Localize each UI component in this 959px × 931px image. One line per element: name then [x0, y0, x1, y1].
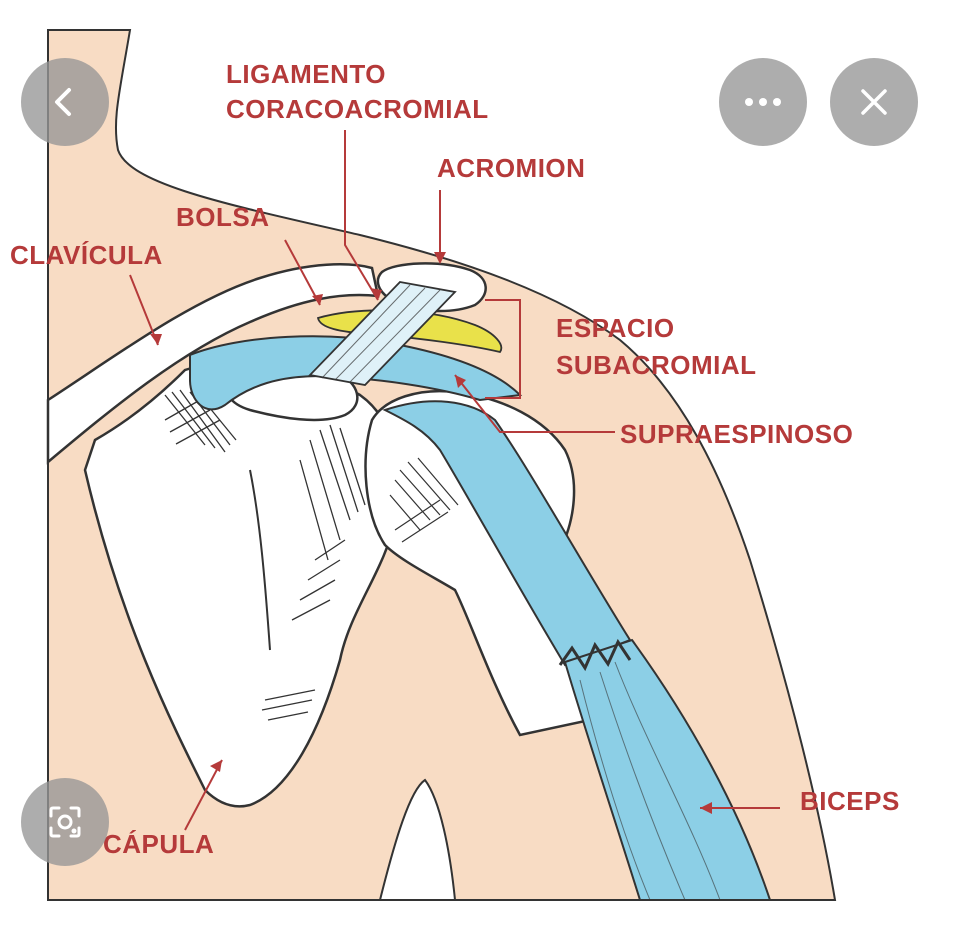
coracoacromial-ligament	[308, 281, 457, 386]
label-biceps: BICEPS	[800, 786, 900, 816]
underarm-gap	[378, 778, 457, 901]
pointer-lines	[129, 130, 780, 831]
subacromial-bracket	[485, 299, 521, 399]
pointer-arrowheads	[150, 252, 712, 814]
scapula-hatching	[164, 389, 366, 721]
ligament-fibers	[321, 284, 441, 383]
back-button[interactable]	[21, 58, 109, 146]
label-ligamento-line2: CORACOACROMIAL	[226, 94, 489, 124]
label-bolsa: BOLSA	[176, 202, 270, 232]
label-clavicula: CLAVÍCULA	[10, 240, 163, 270]
visual-search-icon	[49, 806, 81, 838]
label-acromion: ACROMION	[437, 153, 585, 183]
biceps-fibers	[579, 661, 721, 901]
visual-search-button[interactable]	[21, 778, 109, 866]
biceps-muscle	[563, 638, 772, 901]
more-options-button[interactable]	[719, 58, 807, 146]
humerus-hatching	[389, 457, 459, 543]
label-espacio-line1: ESPACIO	[556, 313, 675, 343]
label-espacio-line2: SUBACROMIAL	[556, 350, 757, 380]
label-escapula: CÁPULA	[103, 829, 214, 859]
close-icon	[861, 89, 887, 115]
label-ligamento-line1: LIGAMENTO	[226, 59, 386, 89]
chevron-left-icon	[55, 88, 71, 116]
close-button[interactable]	[830, 58, 918, 146]
label-supraespinoso: SUPRAESPINOSO	[620, 419, 853, 449]
biceps-junction	[558, 638, 632, 672]
more-horizontal-icon	[745, 98, 781, 106]
